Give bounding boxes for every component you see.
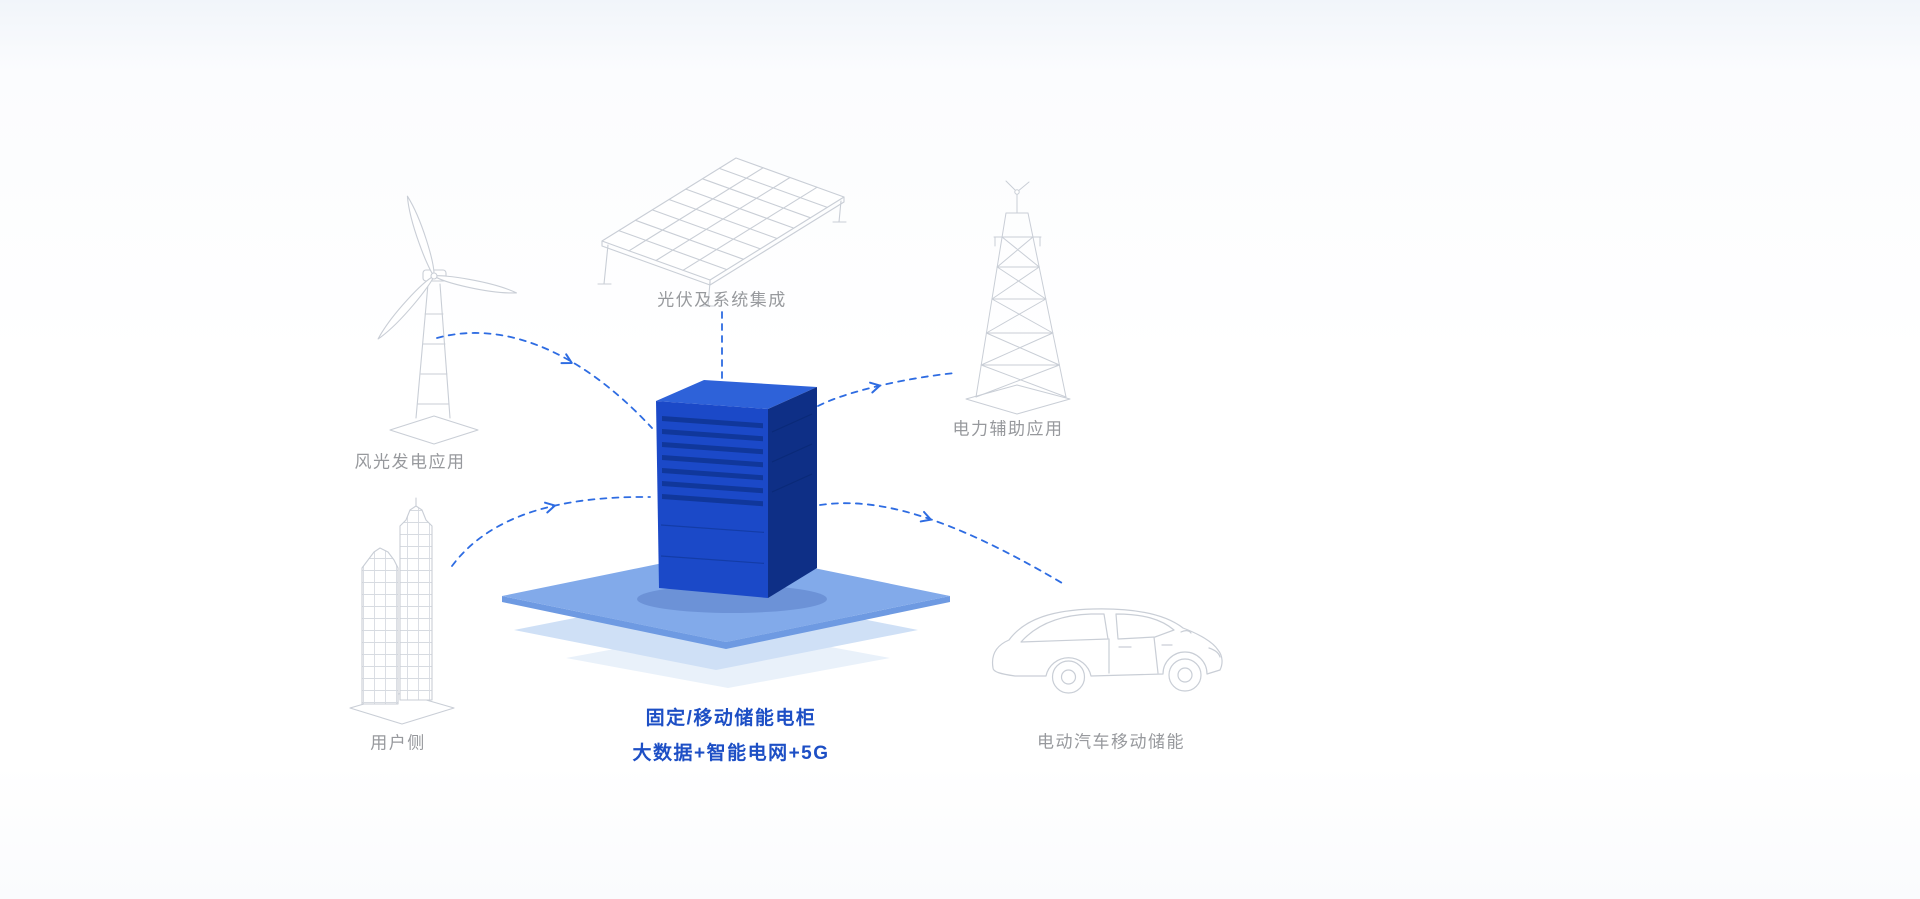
label-solar: 光伏及系统集成 (657, 290, 787, 310)
arrow-wind-to-cabinet (436, 332, 653, 429)
cabinet-title: 固定/移动储能电柜 (645, 708, 817, 729)
cabinet-side-face (768, 387, 817, 598)
arrowhead-icon (919, 510, 932, 523)
wind-turbine-icon (377, 195, 517, 445)
arrowhead-icon (544, 501, 556, 514)
platform-base (502, 550, 950, 688)
storage-cabinet (656, 380, 817, 598)
cabinet-subtitle: 大数据+智能电网+5G (632, 743, 830, 764)
platform-top (502, 550, 950, 642)
arrowhead-icon (560, 353, 573, 365)
label-wind: 风光发电应用 (354, 452, 466, 472)
arrowhead-icon (869, 381, 881, 394)
arrow-cabinet-to-power (817, 372, 956, 407)
transmission-tower-icon (965, 180, 1071, 415)
label-user: 用户侧 (370, 733, 426, 753)
label-ev: 电动汽车移动储能 (1037, 732, 1185, 752)
cabinet-vents (662, 416, 763, 507)
arrow-cabinet-to-ev (819, 502, 1063, 584)
cabinet-side-lines (771, 413, 813, 493)
arrow-user-to-cabinet (451, 496, 651, 567)
solar-panel-icon (597, 157, 847, 307)
cabinet-shadow (637, 585, 827, 613)
cabinet-panel-seams (660, 524, 765, 564)
cabinet-top-face (656, 380, 817, 409)
label-power: 电力辅助应用 (952, 419, 1064, 439)
cabinet-caption: 固定/移动储能电柜 大数据+智能电网+5G (632, 703, 829, 773)
buildings-icon (349, 497, 455, 725)
ev-car-icon (991, 608, 1223, 694)
flow-arrows (436, 311, 1063, 584)
